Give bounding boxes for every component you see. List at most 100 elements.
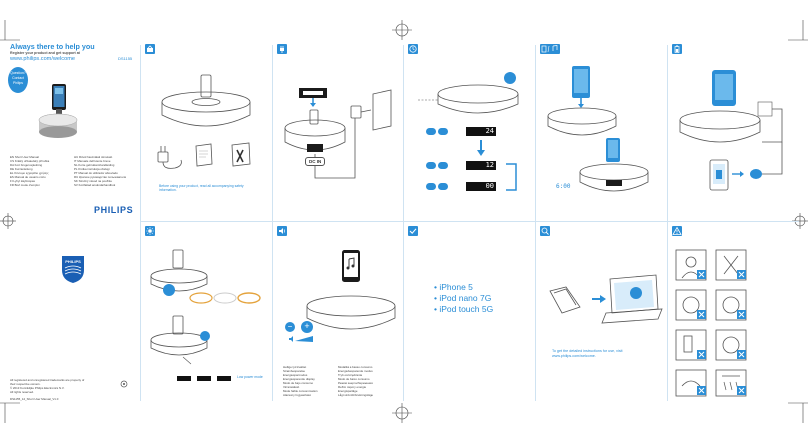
- compatible-device-list: • iPhone 5 • iPod nano 7G • iPod touch 5…: [434, 282, 493, 315]
- language-item: DE Kurzanleitung: [10, 167, 33, 171]
- fold-line: [140, 45, 141, 401]
- fold-line: [667, 45, 668, 401]
- legal-line: © 2013 Koninklijke Philips Electronics N…: [10, 386, 65, 390]
- clock-display: 24: [466, 127, 496, 136]
- web-line[interactable]: www.philips.com/welcome.: [552, 353, 596, 358]
- power-mode-list: Modalità a basso consumo Energiebesparen…: [338, 365, 373, 397]
- clock-button[interactable]: [438, 183, 448, 190]
- model-number: DS1155: [118, 56, 133, 61]
- power-mode-item: Modo de bajo consumo: [283, 381, 314, 385]
- power-connection-illustration: [284, 88, 392, 179]
- panel-clock: 24 12 00: [404, 42, 535, 221]
- clock-row-3: 00: [426, 182, 526, 192]
- web-instructions: To get the detailed instructions for use…: [552, 349, 662, 358]
- language-item: PT Manual do utilizador abreviado: [74, 171, 118, 175]
- language-item: EL Σύντομο εγχειρίδιο χρήσης: [10, 171, 49, 175]
- volume-down-button[interactable]: −: [285, 322, 295, 332]
- power-mode-item: Virransäästö: [283, 385, 300, 389]
- clock-button[interactable]: [426, 128, 436, 135]
- clock-button[interactable]: [426, 183, 436, 190]
- clock-button[interactable]: [438, 162, 448, 169]
- power-mode-item: Energiebesparende modus: [338, 369, 373, 373]
- power-mode-item: Energisparläge: [338, 389, 358, 393]
- power-mode-item: Tryb oszczędzania: [338, 373, 362, 377]
- question-badge[interactable]: Question? Contact Philips: [8, 67, 28, 93]
- power-adapter-illustration: [157, 146, 182, 169]
- language-item: EN Short User Manual: [10, 155, 39, 159]
- philips-shield-logo: PHILIPS: [62, 256, 84, 283]
- compatible-device: • iPod touch 5G: [434, 304, 494, 314]
- power-mode-item: Energiesparmodus: [283, 373, 308, 377]
- clock-icon: [408, 44, 418, 54]
- language-list-1: EN Short User Manual CS Krátký uživatels…: [10, 155, 49, 187]
- panel-compatibility: • iPhone 5 • iPod nano 7G • iPod touch 5…: [404, 224, 535, 401]
- loop-arrow-icon: [506, 163, 517, 191]
- globe-icon: [540, 226, 550, 236]
- small-time-display: 6:00: [556, 183, 571, 190]
- speaker-dock-illustration: [161, 74, 251, 127]
- compatible-device: • iPod nano 7G: [434, 293, 492, 303]
- setup-icon: [145, 44, 155, 54]
- panel-warnings: [668, 224, 799, 401]
- dock-illustration-clock: [418, 72, 519, 114]
- recycle-icon: [120, 380, 128, 388]
- language-list-2: HU Rövid használati útmutató IT Manuale …: [74, 155, 126, 187]
- check-icon: [408, 226, 418, 236]
- badge-line: Philips: [13, 81, 23, 85]
- display-segment: [177, 376, 191, 381]
- low-power-label: Low power mode: [237, 375, 263, 379]
- power-mode-item: Lågt strömförbrukningsläge: [338, 393, 374, 397]
- power-mode-item: Mode faible consommation: [283, 389, 318, 393]
- clock-row-1: 24: [426, 127, 526, 137]
- phone-docking-illustration: [547, 66, 649, 192]
- clock-button[interactable]: [426, 162, 436, 169]
- volume-up-button[interactable]: +: [301, 321, 313, 333]
- language-item: ES Manual de usuario corto: [10, 175, 46, 179]
- fold-line: [272, 45, 273, 401]
- language-item: SK Stručný návod na použitie: [74, 179, 112, 183]
- language-item: HU Rövid használati útmutató: [74, 155, 113, 159]
- fold-line: [140, 221, 799, 222]
- speaker-level-icon: [289, 336, 313, 342]
- cover-panel: Always there to help you Register your p…: [8, 42, 138, 402]
- power-mode-list: Hellige lyd kvalitet Strømbesparelse Ene…: [283, 365, 318, 397]
- safety-text: Before using your product, read all acco…: [159, 184, 244, 193]
- compatible-device: • iPhone 5: [434, 282, 473, 292]
- document-code: DS1155_12_Short User Manual_V1.0: [10, 397, 59, 401]
- panel-dock: 6:00: [536, 42, 667, 221]
- music-icon: [540, 44, 560, 54]
- power-mode-item: Strømbesparelse: [283, 369, 306, 373]
- power-mode-item: Modo de baixo consumo: [338, 377, 370, 381]
- power-mode-item: Energiesparende display: [283, 377, 315, 381]
- product-photo-speaker-dock: [38, 84, 78, 138]
- power-mode-item: Alacsony fogyasztású: [283, 393, 311, 397]
- panel-power: DC IN: [273, 42, 403, 221]
- legal-line: their respective owners.: [10, 382, 41, 386]
- language-item: NL Korte gebruikershandleiding: [74, 163, 115, 167]
- panel-web: To get the detailed instructions for use…: [536, 224, 667, 401]
- display-segment: [197, 376, 211, 381]
- language-item: DA Kort brugervejledning: [10, 163, 43, 167]
- philips-wordmark: PHILIPS: [94, 205, 134, 215]
- low-power-strip: Low power mode: [177, 375, 267, 383]
- power-mode-item: Hellige lyd kvalitet: [283, 365, 307, 369]
- safety-leaflet-illustration: [231, 142, 251, 167]
- volume-illustration: [306, 250, 396, 330]
- cover-url[interactable]: www.philips.com/welcome: [10, 56, 75, 62]
- language-item: FI Lyhyt käyttöopas: [10, 179, 35, 183]
- web-line: To get the detailed instructions for use…: [552, 349, 623, 353]
- volume-icon: [277, 226, 287, 236]
- arrow-down-icon: [477, 140, 485, 156]
- fold-line: [403, 45, 404, 401]
- language-item: RU Краткое руководство пользователя: [74, 175, 127, 179]
- clock-button[interactable]: [438, 128, 448, 135]
- badge-line: Question?: [10, 71, 26, 75]
- language-item: PL Krótka instrukcja obsługi: [74, 167, 110, 171]
- manual-to-laptop-illustration: [549, 274, 663, 324]
- legal-notice: All registered and unregistered trademar…: [10, 378, 84, 394]
- warning-icon: [672, 226, 682, 236]
- svg-text:PHILIPS: PHILIPS: [65, 259, 81, 264]
- panel-brightness: Low power mode: [141, 224, 272, 401]
- power-plug-icon: [277, 44, 287, 54]
- panel-box-contents: Before using your product, read all acco…: [141, 42, 272, 221]
